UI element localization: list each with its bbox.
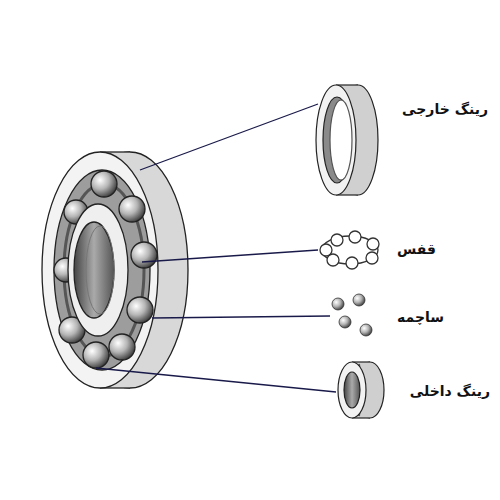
part-label-box: قفس	[395, 240, 438, 258]
balls-part	[332, 294, 372, 336]
outer-ring-part	[316, 85, 378, 195]
inner-ring-part	[338, 362, 384, 418]
part-label-box: رینگ داخلی	[408, 382, 492, 400]
part-label-box: ساچمه	[395, 308, 446, 326]
part-label: رینگ خارجی	[400, 101, 490, 117]
cage-part	[320, 231, 379, 269]
part-label: ساچمه	[395, 309, 446, 325]
part-label: رینگ داخلی	[408, 383, 492, 399]
part-label-box: رینگ خارجی	[400, 100, 490, 118]
assembled-bearing	[42, 152, 188, 388]
leader-lines	[96, 104, 336, 392]
part-label: قفس	[395, 241, 438, 257]
